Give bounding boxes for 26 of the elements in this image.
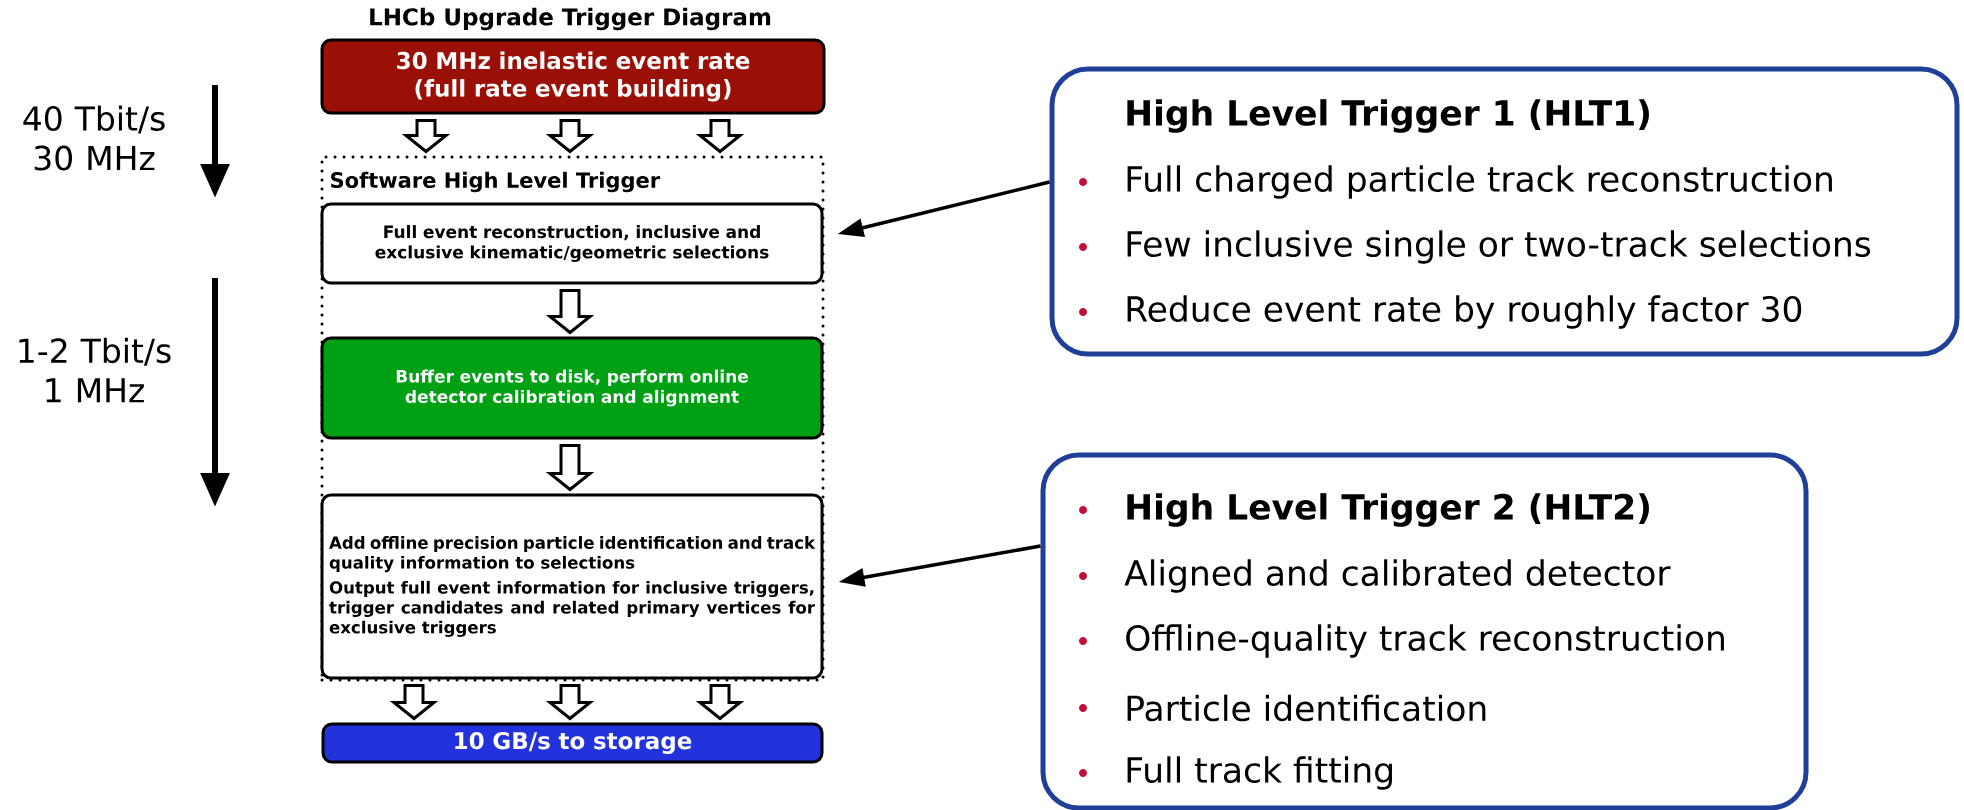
list-item: Particle identification <box>1127 694 1486 722</box>
panel-heading: High Level Trigger 1 (HLT1) <box>1127 99 1649 133</box>
group-heading: Software High Level Trigger <box>331 171 661 193</box>
block-arrow <box>545 119 595 154</box>
list-item: Few inclusive single or two-track selections <box>1127 230 1871 264</box>
block-arrow <box>545 684 595 721</box>
process-box: 30 MHz inelastic event rate (full rate event building) <box>320 38 826 115</box>
block-arrow <box>545 289 595 335</box>
list-item: Offline-quality track reconstruction <box>1126 624 1724 658</box>
diagram-title: LHCb Upgrade Trigger Diagram <box>370 7 771 31</box>
block-arrow <box>545 444 595 492</box>
block-arrow <box>695 119 745 154</box>
block-arrow <box>389 684 439 721</box>
process-box: Buffer events to disk, perform online detector calibration and alignment <box>320 336 824 440</box>
process-box: 10 GB/s to storage <box>321 722 824 764</box>
block-arrow <box>401 119 451 154</box>
process-box: Add offline precision particle identification and track quality information to selections Output full event information for inclusive triggers, trigger candidates and related primary vertices for exclusive triggers <box>320 493 824 680</box>
panel-heading: High Level Trigger 2 (HLT2) <box>1127 493 1649 527</box>
process-box: Full event reconstruction, inclusive and exclusive kinematic/geometric selections <box>320 202 824 285</box>
list-item: Full charged particle track reconstruction <box>1127 165 1832 199</box>
block-arrow <box>695 684 745 721</box>
rate-label: 1-2 Tbit/s 1 MHz <box>19 337 171 403</box>
list-item: Aligned and calibrated detector <box>1124 559 1671 593</box>
rate-label: 40 Tbit/s 30 MHz <box>23 105 165 171</box>
list-item: Reduce event rate by roughly factor 30 <box>1127 295 1802 329</box>
list-item: Full track fitting <box>1127 756 1392 790</box>
